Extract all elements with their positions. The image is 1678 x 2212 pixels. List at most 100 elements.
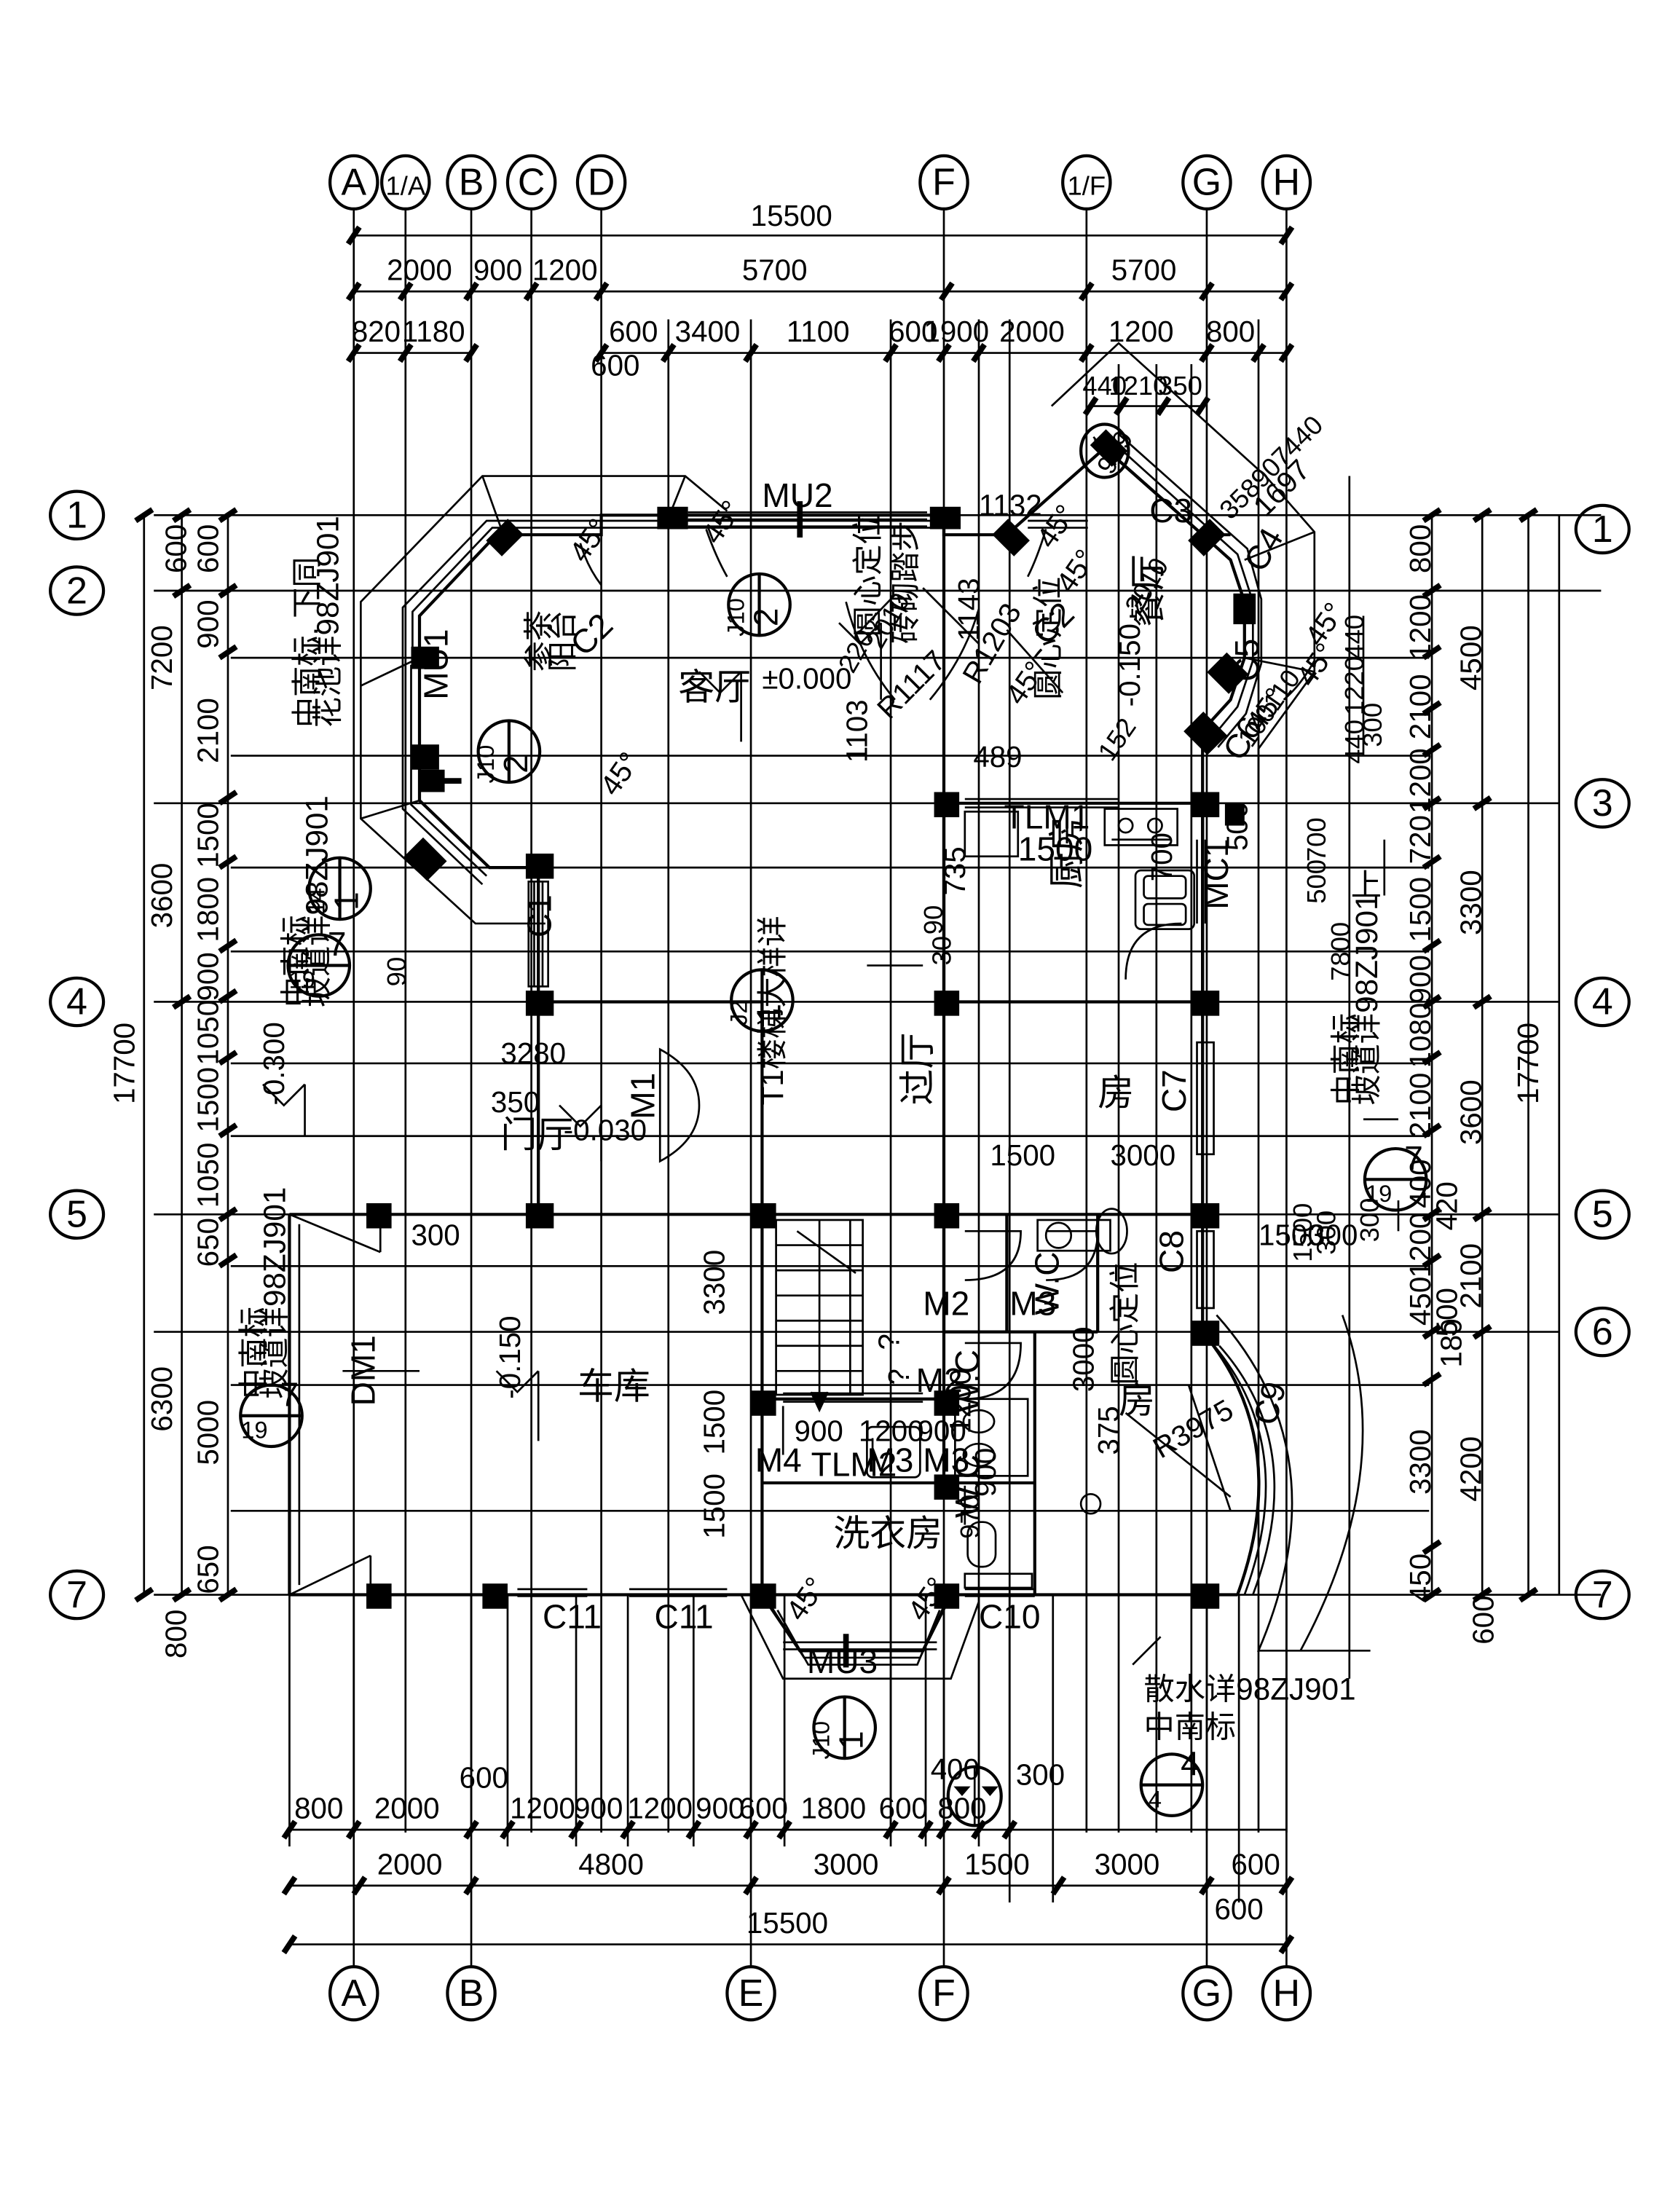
svg-text:450: 450: [1403, 1554, 1437, 1602]
dim-1200b: 3000: [1066, 1326, 1100, 1392]
structural-columns: [366, 429, 1256, 1609]
svg-text:1: 1: [832, 1731, 870, 1749]
grid-bubble-H-top: H: [1273, 161, 1300, 203]
dim-700: 700: [1145, 833, 1178, 881]
door-label-M3a: M3: [1009, 1285, 1056, 1323]
door-label-DM1: DM1: [344, 1335, 382, 1406]
left-dimension-text: 17700 7200 3600 6300 600 900 2100 1500 1…: [107, 524, 224, 1658]
svg-text:600: 600: [879, 1792, 928, 1825]
svg-text:1800: 1800: [192, 877, 225, 942]
detail-bubble-4: 4 4: [1139, 1744, 1205, 1818]
svg-text:600: 600: [192, 524, 225, 573]
svg-text:800: 800: [1403, 524, 1437, 573]
svg-text:650: 650: [192, 1218, 225, 1267]
dim-489: 489: [973, 740, 1022, 774]
svg-text:3600: 3600: [1454, 1079, 1487, 1145]
svg-text:2000: 2000: [999, 315, 1065, 348]
svg-text:720: 720: [1403, 815, 1437, 864]
svg-text:7: 7: [280, 1375, 299, 1413]
right-dimension-text: 17700 4500 3300 3600 2100 4200 600 800 1…: [1403, 524, 1545, 1645]
svg-text:1500: 1500: [192, 1067, 225, 1133]
door-label-M3b: M3: [923, 1441, 969, 1479]
window-label-C8: C8: [1152, 1230, 1190, 1273]
svg-text:17700: 17700: [1511, 1023, 1545, 1104]
room-label-wc1: W.C: [1028, 1252, 1066, 1315]
svg-text:1180: 1180: [402, 315, 465, 348]
svg-text:1200: 1200: [627, 1792, 693, 1825]
grid-bubble-4-left: 4: [66, 980, 87, 1023]
svg-text:1900: 1900: [923, 315, 989, 348]
grid-bubble-H-bottom: H: [1273, 1972, 1300, 2014]
grid-bubble-A-top: A: [341, 161, 366, 203]
stair-flight: [775, 1219, 864, 1413]
svg-text:440: 440: [1339, 720, 1369, 764]
room-label-living: 客厅: [678, 667, 751, 708]
dim-3280: 3280: [500, 1036, 566, 1070]
svg-text:3300: 3300: [1454, 870, 1487, 935]
grid-lines: [154, 207, 1602, 1833]
svg-text:J10: J10: [808, 1721, 835, 1760]
annotation-ramp-2: 坡道详98ZJ901: [258, 1187, 292, 1399]
grid-bubble-3-right: 3: [1592, 782, 1613, 824]
svg-text:4200: 4200: [1454, 1436, 1487, 1502]
dim-90: 90: [918, 905, 948, 935]
window-label-C7: C7: [1155, 1069, 1193, 1112]
svg-text:600: 600: [159, 524, 192, 573]
dim-3000b: 375: [1092, 1406, 1125, 1455]
grid-bubble-E-bottom: E: [738, 1972, 764, 2014]
annotation-center-2: 圆心定位: [1031, 577, 1065, 700]
dim-q: ?: [882, 1369, 915, 1385]
svg-text:2000: 2000: [374, 1792, 440, 1825]
door-label-TLM1: TLM1: [1004, 798, 1090, 835]
grid-bubble-7-right: 7: [1592, 1573, 1613, 1615]
grid-bubble-B-bottom: B: [459, 1972, 484, 2014]
angle-45-i: 45°: [779, 1571, 832, 1626]
grid-bubbles-top: A 1/A B C D F 1/F G H: [328, 154, 1312, 210]
svg-text:300: 300: [1016, 1758, 1065, 1792]
svg-text:2000: 2000: [387, 253, 452, 287]
svg-text:4500: 4500: [1454, 625, 1487, 690]
svg-text:600: 600: [591, 348, 639, 382]
svg-text:1200: 1200: [532, 253, 598, 287]
window-marks: [420, 501, 849, 1668]
annotation-ramp-2-sub: 中南标: [237, 1307, 271, 1399]
svg-text:1200: 1200: [1403, 1213, 1437, 1278]
level-dining: -0.150: [1113, 623, 1146, 706]
svg-text:700: 700: [1301, 817, 1331, 862]
angle-45-b: 45°: [696, 494, 749, 549]
level-garage: -0.150: [493, 1315, 527, 1398]
svg-text:J10: J10: [722, 598, 749, 637]
svg-text:3000: 3000: [814, 1848, 879, 1881]
room-label-entry: 门厅: [500, 1114, 573, 1155]
grid-bubble-G-top: G: [1192, 161, 1221, 203]
door-label-M2b: M2: [916, 1361, 963, 1399]
svg-text:6300: 6300: [145, 1366, 178, 1432]
dim-735: 735: [938, 846, 972, 895]
annotation-up: 上: [1351, 868, 1382, 902]
svg-text:1210: 1210: [1108, 371, 1167, 401]
door-label-M4: M4: [755, 1441, 802, 1479]
svg-text:600: 600: [739, 1792, 788, 1825]
svg-text:5700: 5700: [1111, 253, 1177, 287]
dim-970: 970: [955, 1495, 985, 1539]
section-marker-top: [1079, 422, 1130, 479]
svg-text:600: 600: [889, 315, 937, 348]
door-label-MU1: MU1: [417, 629, 454, 699]
svg-text:1500: 1500: [192, 803, 225, 868]
bottom-dimension-lines: [289, 1828, 1287, 1945]
dim-1200a: 1200: [859, 1414, 924, 1447]
svg-text:19: 19: [241, 1417, 267, 1444]
svg-text:15500: 15500: [747, 1906, 828, 1940]
room-label-wc2: W.C: [948, 1350, 986, 1413]
dim-375: 900: [969, 1448, 1002, 1497]
svg-text:7: 7: [328, 925, 347, 963]
svg-text:1050: 1050: [192, 1000, 225, 1066]
dim-R3975: R3975: [1147, 1393, 1239, 1465]
svg-text:900: 900: [1403, 955, 1437, 1004]
dim-3000a: 3000: [1110, 1138, 1175, 1172]
grid-bubbles-bottom: A B E F G H: [328, 1965, 1312, 2022]
angle-45-j: 45°: [901, 1571, 954, 1626]
door-label-M1: M1: [624, 1073, 662, 1119]
grid-bubble-A-bottom: A: [341, 1972, 366, 2014]
grid-bubble-F-top: F: [932, 161, 956, 203]
